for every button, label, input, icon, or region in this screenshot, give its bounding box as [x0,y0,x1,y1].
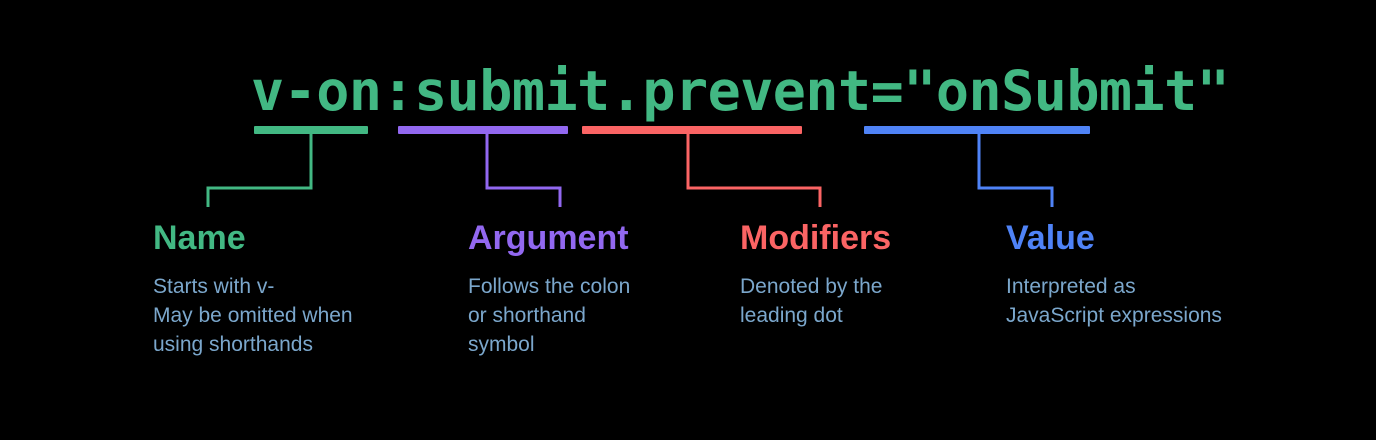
underline-bar-argument [398,126,568,134]
part-description-argument: Follows the colon or shorthand symbol [468,275,631,356]
part-description-modifiers: Denoted by the leading dot [740,275,883,327]
underline-bar-name [254,126,368,134]
part-block-modifiers: Modifiers Denoted by the leading dot [740,218,990,330]
underline-bar-modifiers [582,126,802,134]
connector-argument [485,133,562,207]
part-block-name: Name Starts with v- May be omitted when … [153,218,453,359]
directive-code-line: v-on:submit.prevent="onSubmit" [251,59,1230,123]
connector-name [206,133,313,207]
part-block-value: Value Interpreted as JavaScript expressi… [1006,218,1306,330]
connector-value [977,133,1054,207]
part-title-name: Name [153,219,246,257]
part-title-argument: Argument [468,219,629,257]
part-block-argument: Argument Follows the colon or shorthand … [468,218,728,359]
part-description-value: Interpreted as JavaScript expressions [1006,275,1222,327]
part-title-value: Value [1006,219,1095,257]
part-title-modifiers: Modifiers [740,219,892,257]
connector-modifiers [686,133,822,207]
part-description-name: Starts with v- May be omitted when using… [153,275,353,356]
underline-bar-value [864,126,1090,134]
